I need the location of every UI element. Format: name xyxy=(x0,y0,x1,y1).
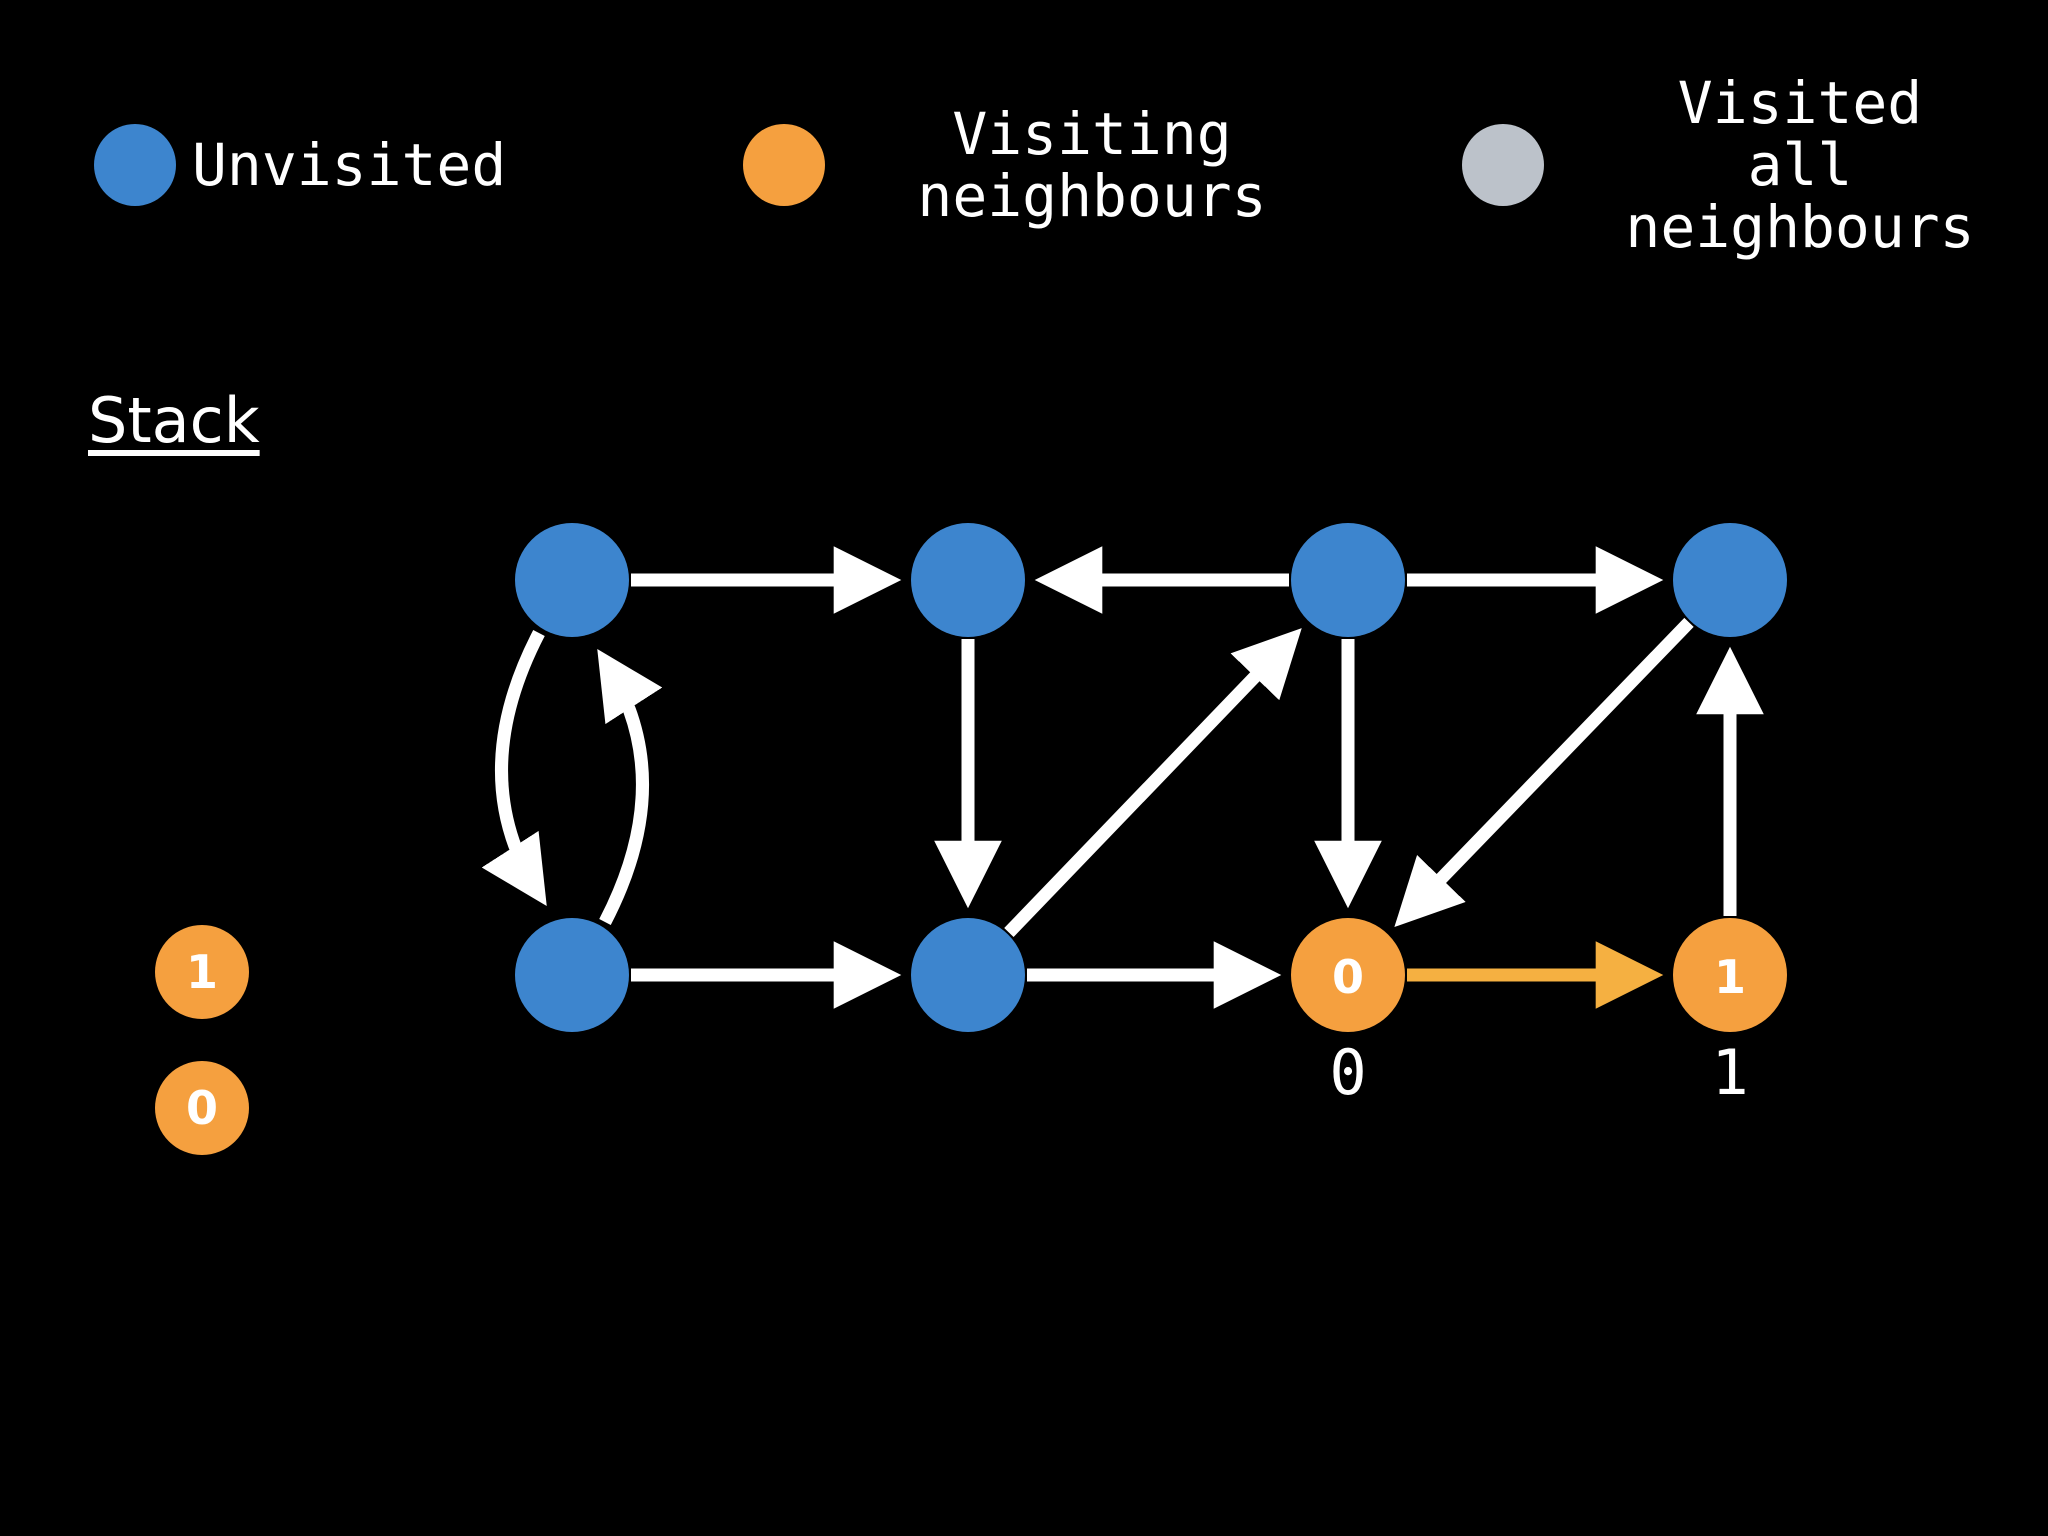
legend-label-unvisited: Unvisited xyxy=(192,131,507,199)
graph-node-b2[interactable] xyxy=(1291,918,1405,1032)
graph-node-t3[interactable] xyxy=(1673,523,1787,637)
legend-swatch-visited-all-icon xyxy=(1462,124,1544,206)
graph-node-value-b3: 1 xyxy=(1714,950,1746,1004)
legend-swatch-unvisited-icon xyxy=(94,124,176,206)
stack-item[interactable]: 0 xyxy=(155,1061,249,1155)
graph-edge-b0-t0 xyxy=(597,648,663,925)
legend-label-visited-all: Visited all neighbours xyxy=(1625,69,1975,261)
graph-node-t1[interactable] xyxy=(911,523,1025,637)
legend-swatch-visiting-icon xyxy=(743,124,825,206)
legend-item-visited-all: Visited all neighbours xyxy=(1462,72,2048,258)
legend-item-visiting: Visiting neighbours xyxy=(743,95,1441,235)
graph-node-b3[interactable] xyxy=(1673,918,1787,1032)
graph-edge-t0-b0 xyxy=(481,630,547,907)
stack-title: Stack xyxy=(88,384,260,457)
legend-label-visiting: Visiting neighbours xyxy=(917,100,1267,230)
graph-edge-b1-t2 xyxy=(1004,628,1302,937)
graph-edge-t3-b2 xyxy=(1394,617,1694,928)
legend-item-unvisited: Unvisited xyxy=(94,95,506,235)
stack-item[interactable]: 1 xyxy=(155,925,249,1019)
graph-node-sublabel-b2: 0 xyxy=(1329,1036,1366,1109)
graph-node-sublabel-b3: 1 xyxy=(1711,1036,1748,1109)
graph-node-t2[interactable] xyxy=(1291,523,1405,637)
graph-node-b0[interactable] xyxy=(515,918,629,1032)
graph-node-b1[interactable] xyxy=(911,918,1025,1032)
graph-node-value-b2: 0 xyxy=(1332,950,1364,1004)
graph-node-t0[interactable] xyxy=(515,523,629,637)
graph-edges xyxy=(481,546,1764,1009)
